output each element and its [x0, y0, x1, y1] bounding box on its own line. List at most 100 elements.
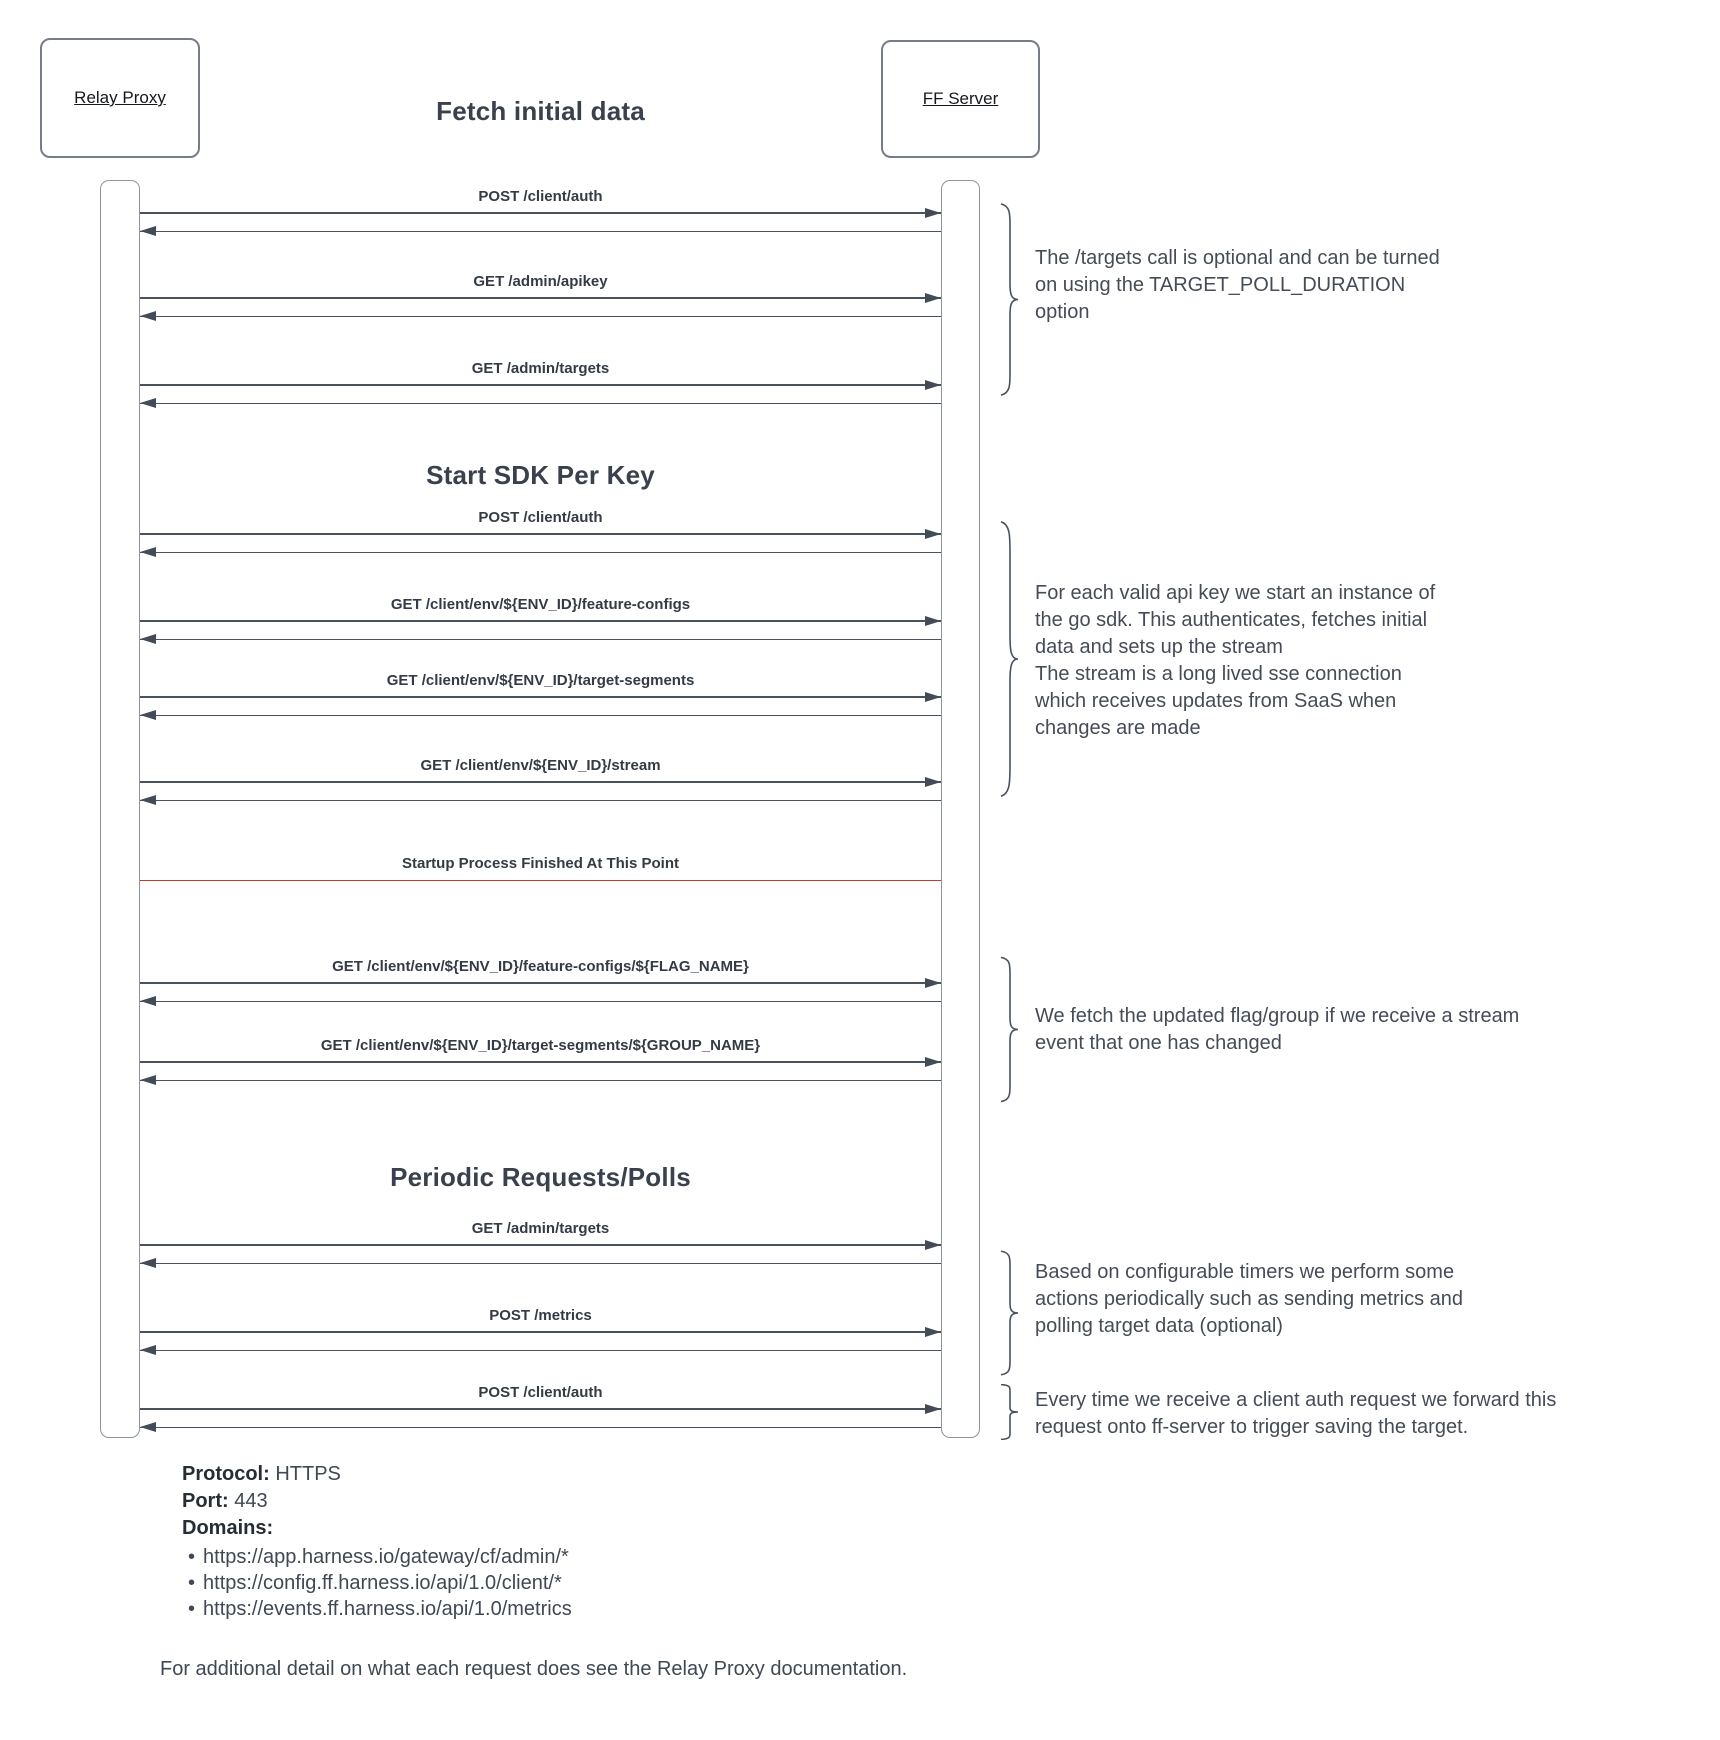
domain-item: • https://app.harness.io/gateway/cf/admin… [188, 1546, 569, 1569]
domain-item: • https://config.ff.harness.io/api/1.0/cl… [188, 1572, 562, 1595]
annotation-brace [998, 956, 1020, 1103]
domain-url: https://config.ff.harness.io/api/1.0/cli… [203, 1572, 562, 1594]
domain-url: https://app.harness.io/gateway/cf/admin/… [203, 1546, 569, 1568]
arrowhead-right-icon [925, 691, 941, 702]
port-line: Port: 443 [182, 1490, 268, 1513]
message-get-target-segment-group: GET /client/env/${ENV_ID}/target-segment… [140, 1037, 941, 1087]
response-arrow [140, 397, 941, 408]
arrowhead-right-icon [925, 1056, 941, 1067]
arrowhead-right-icon [925, 1326, 941, 1337]
message-get-admin-targets-1: GET /admin/targets [140, 360, 941, 410]
actor-ff-server: FF Server [881, 40, 1040, 158]
lifeline-ff-server [941, 180, 980, 1438]
protocol-value: HTTPS [269, 1463, 341, 1485]
request-arrow [140, 1403, 941, 1414]
arrowhead-right-icon [925, 292, 941, 303]
arrowhead-right-icon [925, 528, 941, 539]
request-arrow [140, 379, 941, 390]
request-arrow [140, 615, 941, 626]
arrowhead-left-icon [140, 1257, 156, 1268]
annotation-fetch-updated: We fetch the updated flag/group if we re… [1035, 1005, 1520, 1054]
message-label: POST /client/auth [478, 188, 603, 205]
arrowhead-right-icon [925, 776, 941, 787]
message-get-feature-configs: GET /client/env/${ENV_ID}/feature-config… [140, 596, 941, 646]
response-arrow [140, 1421, 941, 1432]
message-label: GET /client/env/${ENV_ID}/stream [420, 757, 661, 774]
message-label: POST /client/auth [478, 509, 603, 526]
domain-item: • https://events.ff.harness.io/api/1.0/me… [188, 1598, 572, 1621]
arrowhead-left-icon [140, 633, 156, 644]
message-get-admin-apikey: GET /admin/apikey [140, 273, 941, 323]
bullet-icon: • [188, 1546, 196, 1568]
annotation-sdk-instance: For each valid api key we start an insta… [1035, 582, 1436, 739]
message-label: GET /client/env/${ENV_ID}/feature-config… [390, 596, 691, 613]
response-arrow [140, 310, 941, 321]
lifeline-relay-proxy [100, 180, 140, 1438]
request-arrow [140, 1326, 941, 1337]
actor-relay-proxy: Relay Proxy [40, 38, 200, 158]
arrowhead-right-icon [925, 207, 941, 218]
startup-divider-line [140, 880, 941, 881]
arrowhead-right-icon [925, 379, 941, 390]
port-label: Port: [182, 1490, 229, 1512]
annotation-brace [998, 1384, 1020, 1440]
domain-url: https://events.ff.harness.io/api/1.0/met… [203, 1598, 572, 1620]
message-get-feature-config-flag: GET /client/env/${ENV_ID}/feature-config… [140, 958, 941, 1008]
message-post-metrics: POST /metrics [140, 1307, 941, 1357]
message-get-admin-targets-2: GET /admin/targets [140, 1220, 941, 1270]
message-get-stream: GET /client/env/${ENV_ID}/stream [140, 757, 941, 807]
arrowhead-left-icon [140, 794, 156, 805]
arrowhead-left-icon [140, 397, 156, 408]
response-arrow [140, 1344, 941, 1355]
arrowhead-right-icon [925, 1403, 941, 1414]
bullet-icon: • [188, 1572, 196, 1594]
request-arrow [140, 1056, 941, 1067]
response-arrow [140, 794, 941, 805]
domains-line: Domains: [182, 1517, 273, 1540]
arrowhead-right-icon [925, 615, 941, 626]
actor-ff-server-label: FF Server [922, 89, 999, 108]
message-post-client-auth-1: POST /client/auth [140, 188, 941, 238]
response-arrow [140, 995, 941, 1006]
request-arrow [140, 776, 941, 787]
annotation-brace [998, 1250, 1020, 1376]
message-label: GET /admin/targets [471, 1220, 610, 1237]
response-arrow [140, 546, 941, 557]
message-label: GET /admin/apikey [473, 273, 608, 290]
response-arrow [140, 1074, 941, 1085]
message-label: GET /client/env/${ENV_ID}/target-segment… [320, 1037, 761, 1054]
protocol-line: Protocol: HTTPS [182, 1463, 341, 1486]
arrowhead-left-icon [140, 1074, 156, 1085]
arrowhead-right-icon [925, 977, 941, 988]
message-label: POST /metrics [489, 1307, 592, 1324]
message-label: POST /client/auth [478, 1384, 603, 1401]
request-arrow [140, 1239, 941, 1250]
arrowhead-left-icon [140, 995, 156, 1006]
diagram-title: Fetch initial data [436, 96, 645, 126]
request-arrow [140, 207, 941, 218]
bullet-icon: • [188, 1598, 196, 1620]
message-post-client-auth-2: POST /client/auth [140, 509, 941, 559]
arrowhead-left-icon [140, 1344, 156, 1355]
message-get-target-segments: GET /client/env/${ENV_ID}/target-segment… [140, 672, 941, 722]
annotation-brace [998, 202, 1020, 397]
annotation-brace [998, 519, 1020, 799]
section-title-periodic-requests: Periodic Requests/Polls [390, 1162, 691, 1192]
arrowhead-left-icon [140, 1421, 156, 1432]
startup-divider-label: Startup Process Finished At This Point [402, 855, 679, 872]
arrowhead-left-icon [140, 225, 156, 236]
annotation-auth-forward: Every time we receive a client auth requ… [1035, 1389, 1557, 1438]
arrowhead-left-icon [140, 709, 156, 720]
message-label: GET /client/env/${ENV_ID}/target-segment… [386, 672, 695, 689]
message-post-client-auth-3: POST /client/auth [140, 1384, 941, 1434]
message-label: GET /client/env/${ENV_ID}/feature-config… [332, 958, 749, 975]
annotation-targets-optional: The /targets call is optional and can be… [1035, 247, 1440, 323]
section-title-start-sdk-per-key: Start SDK Per Key [426, 460, 655, 490]
response-arrow [140, 709, 941, 720]
arrowhead-left-icon [140, 310, 156, 321]
response-arrow [140, 633, 941, 644]
arrowhead-left-icon [140, 546, 156, 557]
request-arrow [140, 977, 941, 988]
domains-label: Domains: [182, 1517, 274, 1539]
message-label: GET /admin/targets [471, 360, 610, 377]
